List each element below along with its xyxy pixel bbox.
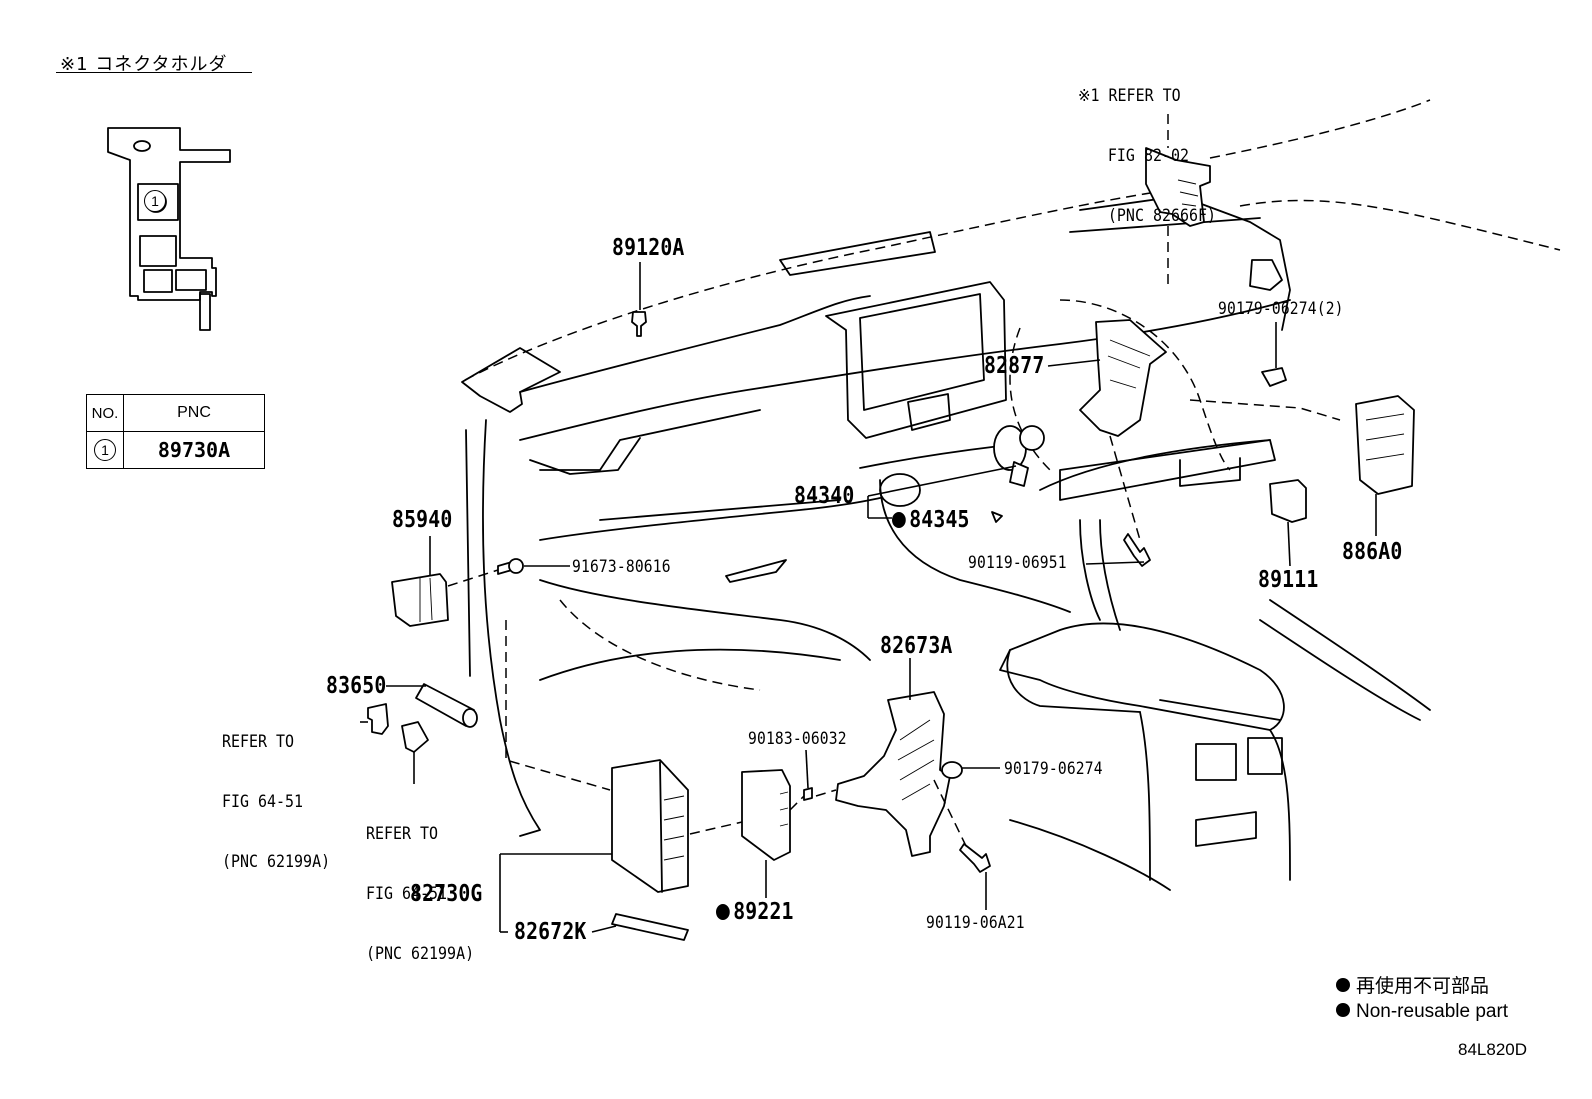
connector-holder-drawing — [107, 127, 231, 331]
part-label-82672K: 82672K — [514, 919, 587, 945]
figure-code: 84L820D — [1458, 1040, 1528, 1059]
legend-row-en: Non-reusable part — [1336, 999, 1508, 1024]
part-label-91673-80616: 91673-80616 — [572, 557, 671, 577]
reference-left-b-line3: (PNC 62199A) — [366, 944, 475, 964]
part-label-84340: 84340 — [794, 483, 855, 509]
pnc-table: NO. PNC 1 89730A — [86, 394, 265, 469]
reference-top-line2: FIG 82-02 — [1107, 146, 1189, 166]
row-number-circle: 1 — [94, 439, 116, 461]
part-label-89120A: 89120A — [612, 235, 685, 261]
part-label-89111: 89111 — [1258, 567, 1319, 593]
part-label-82730G: 82730G — [410, 881, 483, 907]
row-pnc: 89730A — [123, 431, 265, 469]
reference-left-a: REFER TO FIG 64-51 (PNC 62199A) — [222, 692, 330, 912]
parts-drawings — [367, 147, 1415, 941]
leader-lines — [360, 114, 1377, 933]
reference-top-line1: ※1 REFER TO — [1078, 86, 1181, 106]
legend-en-text: Non-reusable part — [1356, 1001, 1509, 1022]
reference-left-a-line3: (PNC 62199A) — [222, 852, 331, 872]
non-reusable-dot-icon — [1336, 1003, 1350, 1017]
reference-left-b: REFER TO FIG 64-51 (PNC 62199A) — [366, 784, 474, 1004]
part-label-82673A: 82673A — [880, 633, 953, 659]
title-underline — [56, 72, 252, 73]
part-label-90183-06032: 90183-06032 — [748, 729, 847, 749]
reference-left-b-line1: REFER TO — [366, 824, 439, 844]
reference-left-b-line2: FIG 64-51 — [366, 884, 448, 904]
reference-left-a-line2: FIG 64-51 — [222, 792, 304, 812]
part-label-90179-06274: 90179-06274 — [1004, 759, 1103, 779]
inset-callout-circle: 1 — [144, 190, 166, 212]
reference-top: ※1 REFER TO FIG 82-02 (PNC 82666F) — [1078, 46, 1216, 266]
header-pnc: PNC — [123, 394, 265, 432]
part-label-90119-06A21: 90119-06A21 — [926, 913, 1025, 933]
non-reusable-dot-icon — [1336, 978, 1350, 992]
part-label-82877: 82877 — [984, 353, 1045, 379]
legend-row-jp: 再使用不可部品 — [1336, 974, 1508, 999]
part-label-886A0: 886A0 — [1342, 539, 1403, 565]
table-row: 1 89730A — [86, 431, 265, 469]
legend: 再使用不可部品 Non-reusable part — [1336, 974, 1508, 1024]
non-reusable-dot-icon — [716, 904, 730, 920]
part-label-83650: 83650 — [326, 673, 387, 699]
header-no: NO. — [86, 394, 124, 432]
connector-holder-title: ※1 コネクタホルダ — [60, 54, 228, 75]
reference-left-a-line1: REFER TO — [222, 732, 295, 752]
dashboard-outline — [461, 99, 1561, 891]
part-label-85940: 85940 — [392, 507, 453, 533]
part-label-89221: 89221 — [716, 900, 794, 924]
part-label-90119-06951: 90119-06951 — [968, 553, 1067, 573]
table-header-row: NO. PNC — [86, 394, 265, 432]
part-label-90179-06274-2: 90179-06274(2) — [1218, 299, 1344, 319]
non-reusable-dot-icon — [892, 512, 906, 528]
part-label-84345: 84345 — [892, 508, 970, 532]
reference-top-line3: (PNC 82666F) — [1107, 206, 1217, 226]
legend-jp-text: 再使用不可部品 — [1356, 976, 1490, 997]
